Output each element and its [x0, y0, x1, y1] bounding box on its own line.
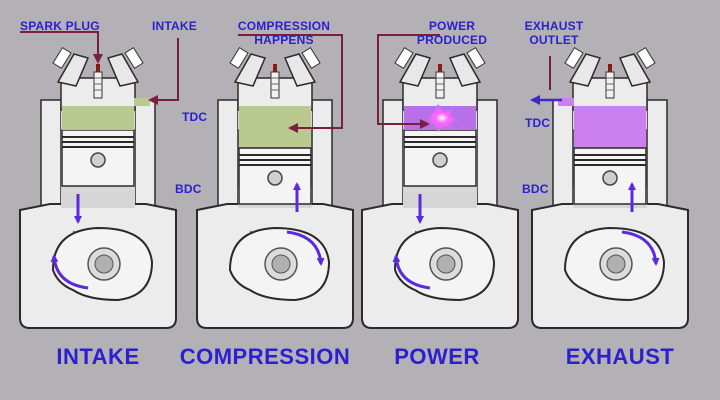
label-line-2: OUTLET: [529, 33, 579, 47]
stage-title-power: POWER: [394, 344, 480, 369]
label-intake-annotation: INTAKE: [152, 19, 197, 33]
engine-power: [361, 46, 519, 330]
engine-compression: [196, 46, 354, 330]
label-bdc-left: BDC: [175, 182, 202, 196]
label-power-produced: POWER PRODUCED: [408, 19, 496, 47]
label-spark-plug: SPARK PLUG: [20, 19, 100, 33]
stage-title-exhaust: EXHAUST: [565, 344, 675, 369]
leader-line-compression: [238, 34, 343, 133]
label-line-2: PRODUCED: [416, 33, 488, 47]
label-bdc-right: BDC: [522, 182, 549, 196]
arrow-rotate-cw-icon: [286, 230, 325, 266]
label-tdc-right: TDC: [525, 116, 551, 130]
engine-exhaust: [531, 46, 689, 330]
label-exhaust-outlet: EXHAUST OUTLET: [522, 19, 586, 47]
leader-line-spark-plug: [20, 31, 103, 64]
engine-intake: [19, 46, 177, 330]
arrow-rotate-ccw-icon: [392, 254, 431, 290]
leader-line-power: [377, 34, 440, 129]
stage-title-compression: COMPRESSION: [179, 344, 351, 369]
stage-title-intake: INTAKE: [56, 344, 140, 369]
combustion-chamber: [62, 106, 134, 130]
label-line-1: EXHAUST: [524, 19, 584, 33]
label-tdc-left: TDC: [182, 110, 208, 124]
leader-line-intake: [148, 38, 179, 105]
arrow-rotate-cw-icon: [621, 230, 660, 266]
intake-port-fill: [134, 98, 150, 106]
exhaust-port-fill: [558, 98, 574, 106]
label-line-1: COMPRESSION: [237, 19, 331, 33]
label-line-2: HAPPENS: [254, 33, 314, 47]
arrow-rotate-ccw-icon: [50, 254, 89, 290]
label-compression-happens: COMPRESSION HAPPENS: [232, 19, 336, 47]
label-line-1: POWER: [428, 19, 476, 33]
ignition-burst-icon: [424, 104, 460, 132]
combustion-chamber: [574, 106, 646, 148]
